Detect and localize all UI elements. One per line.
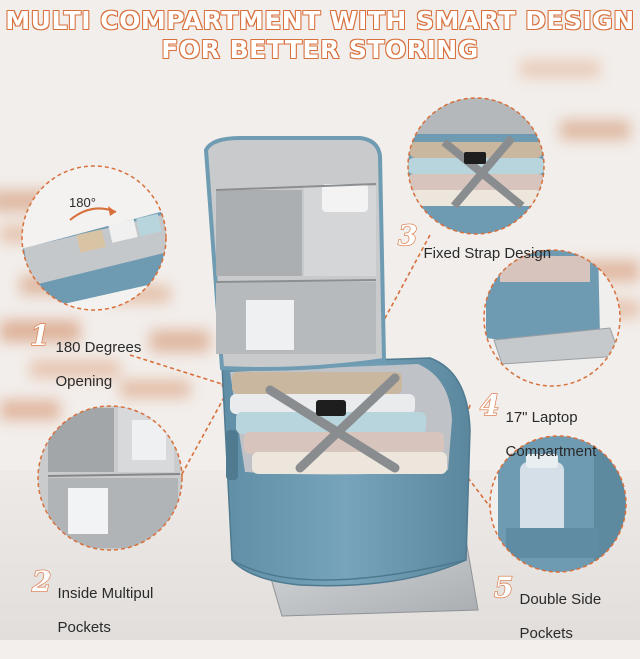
feature-3: 3 Fixed Strap Design: [397, 219, 552, 279]
feature-4: 4 17" Laptop Compartment: [479, 389, 597, 477]
feature-5: 5 Double Side Pockets: [493, 571, 602, 659]
detail-circle-inside-pockets: [37, 405, 183, 551]
headline-line-1: MULTI COMPARTMENT WITH SMART DESIGN: [5, 5, 635, 35]
feature-2: 2 Inside Multipul Pockets: [31, 565, 154, 653]
headline-line-2: FOR BETTER STORING: [161, 34, 479, 64]
detail-circle-fixed-strap: [407, 97, 545, 235]
feature-3-number: 3: [397, 219, 418, 252]
detail-circle-laptop-compartment: [483, 249, 621, 387]
feature-5-line-1: Double Side: [519, 591, 602, 608]
headline: MULTI COMPARTMENT WITH SMART DESIGN FOR …: [0, 5, 640, 64]
detail-circle-180-opening: [21, 165, 167, 311]
feature-1: 1 180 Degrees Opening: [29, 319, 142, 407]
feature-1-line-2: Opening: [55, 373, 113, 390]
feature-5-line-2: Pockets: [519, 625, 573, 642]
backpack-main-image: [203, 136, 479, 617]
detail-circle-side-pockets: [489, 435, 627, 573]
feature-5-number: 5: [493, 571, 514, 604]
feature-4-line-2: Compartment: [505, 443, 597, 460]
feature-2-line-1: Inside Multipul: [57, 585, 154, 602]
feature-3-line-1: Fixed Strap Design: [423, 245, 552, 262]
feature-2-number: 2: [31, 565, 52, 598]
feature-2-line-2: Pockets: [57, 619, 111, 636]
feature-4-line-1: 17" Laptop: [505, 409, 578, 426]
feature-1-line-1: 180 Degrees: [55, 339, 142, 356]
feature-4-number: 4: [479, 389, 500, 422]
feature-1-number: 1: [29, 319, 50, 352]
rotation-label: 180°: [69, 195, 96, 210]
